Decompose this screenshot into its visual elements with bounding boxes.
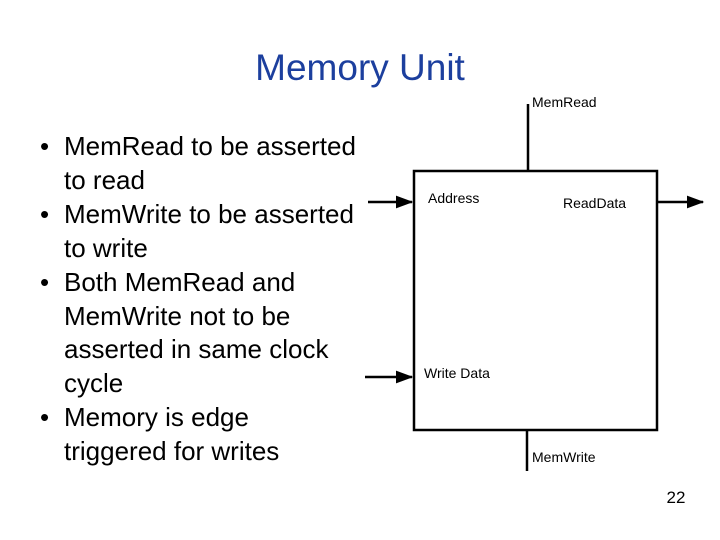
page-number: 22 bbox=[666, 488, 686, 507]
bullet-marker-icon: • bbox=[40, 267, 50, 297]
mem-write-label: MemWrite bbox=[532, 449, 596, 465]
list-item: • MemRead to be asserted to read bbox=[28, 130, 358, 197]
list-item-label: MemWrite to be asserted to write bbox=[64, 199, 354, 263]
write-data-label: Write Data bbox=[424, 365, 490, 381]
list-item-label: MemRead to be asserted to read bbox=[64, 131, 356, 195]
bullet-marker-icon: • bbox=[40, 199, 50, 229]
list-item-label: Both MemRead and MemWrite not to be asse… bbox=[64, 267, 329, 398]
list-item-label: Memory is edge triggered for writes bbox=[64, 402, 280, 466]
read-data-label: ReadData bbox=[563, 195, 627, 211]
bullet-marker-icon: • bbox=[40, 402, 50, 432]
list-item: • Both MemRead and MemWrite not to be as… bbox=[28, 266, 358, 400]
list-item: • MemWrite to be asserted to write bbox=[28, 198, 358, 265]
mem-read-label: MemRead bbox=[532, 94, 597, 110]
list-item: • Memory is edge triggered for writes bbox=[28, 401, 358, 468]
page-title: Memory Unit bbox=[255, 47, 465, 88]
bullet-marker-icon: • bbox=[40, 131, 50, 161]
bullet-list: • MemRead to be asserted to read • MemWr… bbox=[28, 130, 358, 469]
address-label: Address bbox=[428, 190, 480, 206]
